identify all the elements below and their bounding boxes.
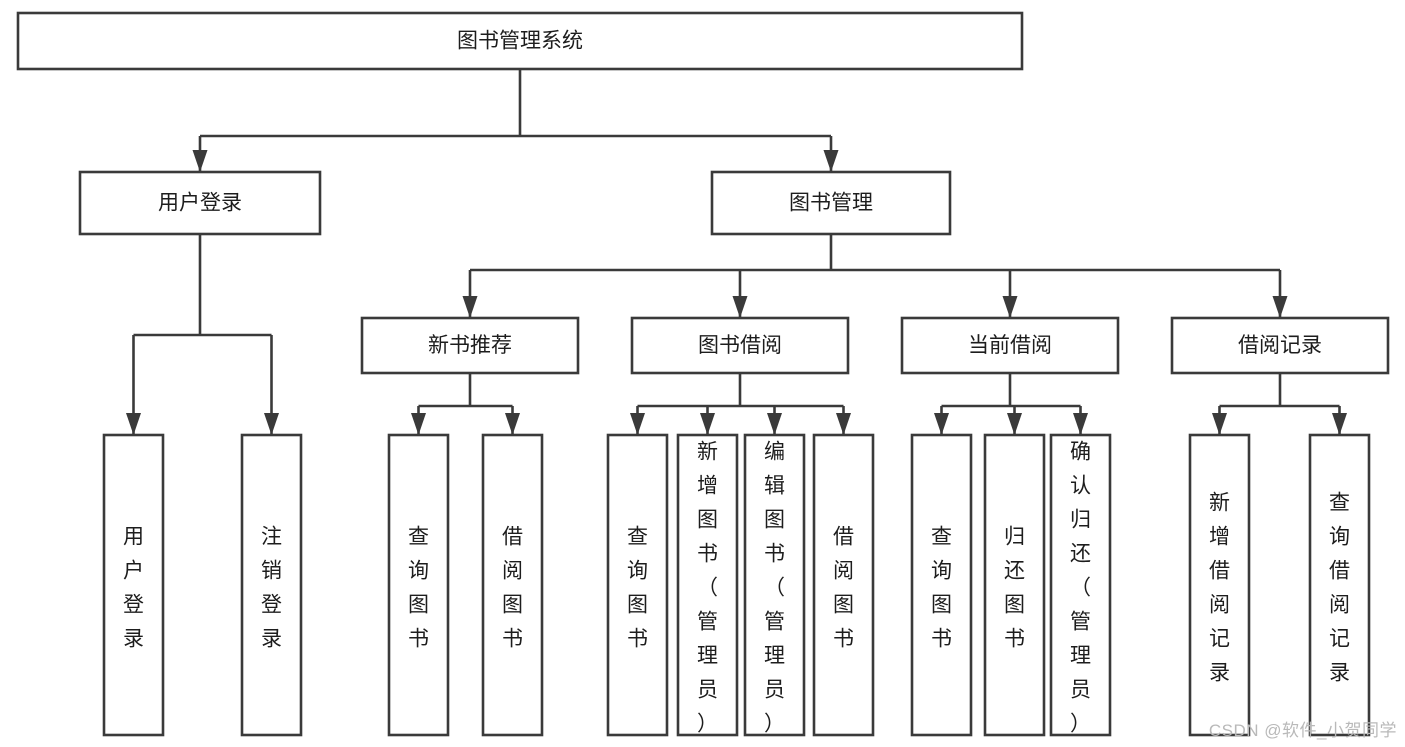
node-l1-1[interactable]: 图书管理	[710, 170, 952, 236]
node-box[interactable]	[910, 433, 973, 737]
arrow-head-icon	[505, 413, 520, 435]
connector-group	[192, 69, 839, 172]
connector-group	[934, 373, 1088, 435]
node-label: 查询图书	[627, 526, 648, 651]
arrow-head-icon	[934, 413, 949, 435]
connector-group	[411, 373, 520, 435]
node-l2-2[interactable]: 当前借阅	[900, 316, 1120, 375]
node-lf-4[interactable]: 查询图书	[606, 433, 669, 737]
node-label: 查询图书	[408, 526, 429, 651]
node-box[interactable]	[360, 316, 580, 375]
node-lf-1[interactable]: 注销登录	[240, 433, 303, 737]
node-label: 图书管理系统	[457, 30, 583, 53]
arrow-head-icon	[264, 413, 279, 435]
arrow-head-icon	[1332, 413, 1347, 435]
node-lf-5[interactable]: 新增图书（管理员）	[676, 433, 739, 737]
node-label: 归还图书	[1004, 526, 1025, 651]
node-box[interactable]	[1170, 316, 1390, 375]
node-label: 用户登录	[123, 526, 144, 651]
connector-group	[126, 234, 279, 435]
node-lf-12[interactable]: 查询借阅记录	[1308, 433, 1371, 737]
node-box[interactable]	[387, 433, 450, 737]
arrow-head-icon	[700, 413, 715, 435]
node-box[interactable]	[900, 316, 1120, 375]
node-l2-1[interactable]: 图书借阅	[630, 316, 850, 375]
node-label: 注销登录	[261, 526, 282, 651]
watermark-text: CSDN @软件_小贺同学	[1208, 721, 1397, 740]
node-label: 当前借阅	[968, 334, 1052, 357]
node-label: 查询图书	[931, 526, 952, 651]
node-lf-3[interactable]: 借阅图书	[481, 433, 544, 737]
arrow-head-icon	[1073, 413, 1088, 435]
node-label: 新增借阅记录	[1209, 492, 1230, 685]
node-box[interactable]	[78, 170, 322, 236]
node-lf-0[interactable]: 用户登录	[102, 433, 165, 737]
node-lf-11[interactable]: 新增借阅记录	[1188, 433, 1251, 737]
node-box[interactable]	[743, 433, 806, 737]
node-label: 图书管理	[789, 192, 873, 215]
node-box[interactable]	[630, 316, 850, 375]
node-root[interactable]: 图书管理系统	[16, 11, 1024, 71]
node-lf-9[interactable]: 归还图书	[983, 433, 1046, 737]
arrow-head-icon	[836, 413, 851, 435]
node-box[interactable]	[606, 433, 669, 737]
connector-group	[1212, 373, 1347, 435]
node-box[interactable]	[16, 11, 1024, 71]
node-box[interactable]	[710, 170, 952, 236]
node-box[interactable]	[1188, 433, 1251, 737]
node-lf-7[interactable]: 借阅图书	[812, 433, 875, 737]
arrow-head-icon	[1272, 296, 1288, 318]
arrow-head-icon	[767, 413, 782, 435]
arrow-head-icon	[1007, 413, 1022, 435]
node-label: 用户登录	[158, 192, 242, 215]
arrow-head-icon	[192, 150, 208, 172]
node-l1-0[interactable]: 用户登录	[78, 170, 322, 236]
arrow-head-icon	[1212, 413, 1227, 435]
arrow-head-icon	[1002, 296, 1018, 318]
arrow-head-icon	[630, 413, 645, 435]
arrow-head-icon	[462, 296, 478, 318]
node-box[interactable]	[481, 433, 544, 737]
node-label: 确认归还（管理员）	[1070, 441, 1091, 736]
node-label: 借阅记录	[1238, 334, 1322, 357]
node-label: 查询借阅记录	[1329, 492, 1350, 685]
node-l2-3[interactable]: 借阅记录	[1170, 316, 1390, 375]
node-label: 借阅图书	[502, 526, 523, 651]
node-lf-6[interactable]: 编辑图书（管理员）	[743, 433, 806, 737]
node-label: 新增图书（管理员）	[697, 441, 718, 736]
connector-layer	[126, 69, 1347, 435]
node-box[interactable]	[1308, 433, 1371, 737]
connector-group	[462, 234, 1288, 318]
node-layer: 图书管理系统用户登录图书管理新书推荐图书借阅当前借阅借阅记录用户登录注销登录查询…	[16, 11, 1390, 737]
arrow-head-icon	[411, 413, 426, 435]
node-lf-2[interactable]: 查询图书	[387, 433, 450, 737]
node-box[interactable]	[1049, 433, 1112, 737]
node-label: 编辑图书（管理员）	[764, 441, 785, 736]
node-box[interactable]	[812, 433, 875, 737]
arrow-head-icon	[126, 413, 141, 435]
node-label: 借阅图书	[833, 526, 854, 651]
node-box[interactable]	[102, 433, 165, 737]
node-label: 图书借阅	[698, 334, 782, 357]
arrow-head-icon	[823, 150, 839, 172]
node-lf-10[interactable]: 确认归还（管理员）	[1049, 433, 1112, 737]
node-box[interactable]	[240, 433, 303, 737]
node-label: 新书推荐	[428, 334, 512, 357]
arrow-head-icon	[732, 296, 748, 318]
node-l2-0[interactable]: 新书推荐	[360, 316, 580, 375]
node-box[interactable]	[983, 433, 1046, 737]
connector-group	[630, 373, 851, 435]
node-lf-8[interactable]: 查询图书	[910, 433, 973, 737]
node-box[interactable]	[676, 433, 739, 737]
